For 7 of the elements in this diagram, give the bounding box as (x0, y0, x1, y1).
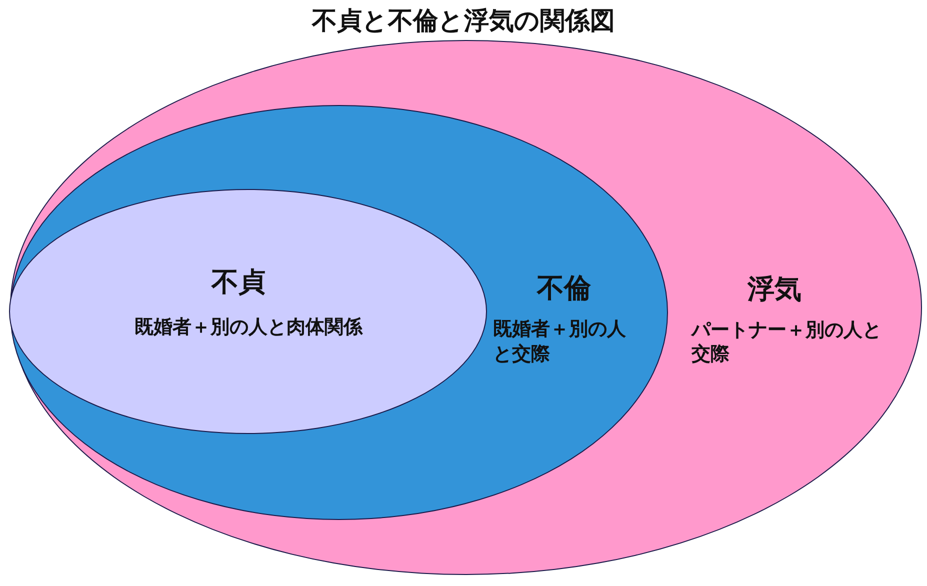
region-heading: 不倫 (536, 272, 592, 306)
region-heading: 不貞 (210, 266, 266, 300)
title: 不貞と不倫と浮気の関係図 (310, 5, 616, 37)
region-heading: 浮気 (746, 272, 802, 306)
region-description: 既婚者＋別の人と肉体関係 (134, 314, 364, 340)
region-description: パートナー＋別の人と交際 (692, 318, 882, 367)
region-description: 既婚者＋別の人と交際 (493, 317, 627, 366)
